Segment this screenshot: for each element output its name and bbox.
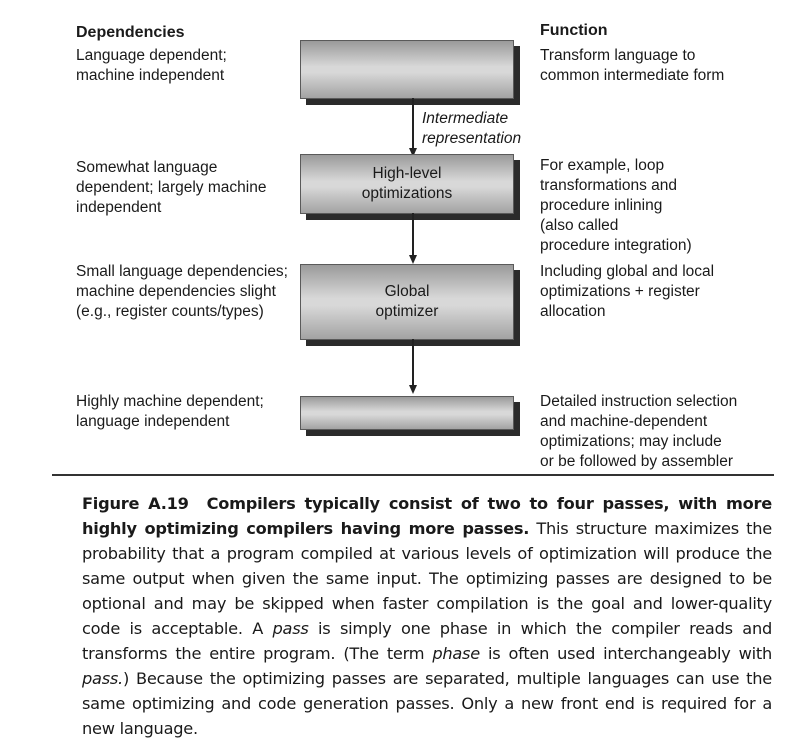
function-text-front-end: Transform language to common intermediat… (540, 47, 725, 84)
arrow-line (412, 213, 414, 255)
function-text-high-level: For example, loop transformations and pr… (540, 157, 692, 254)
code-generator-box (300, 396, 514, 430)
function-text-code-generator: Detailed instruction selection and machi… (540, 393, 738, 470)
caption-term-pass: pass (272, 619, 309, 638)
arrow-head (409, 148, 417, 157)
caption-term-phase: phase (432, 644, 480, 663)
dependency-text-high-level: Somewhat language dependent; largely mac… (76, 159, 267, 216)
dependency-text-global: Small language dependencies; machine dep… (76, 263, 288, 320)
figure-label: Figure A.19 (82, 494, 189, 513)
arrow-head (409, 255, 417, 264)
function-text-global: Including global and local optimizations… (540, 263, 715, 320)
caption-rule (52, 474, 774, 476)
front-end-box (300, 40, 514, 99)
arrow-line (412, 339, 414, 385)
intermediate-representation-label: Intermediate representation (422, 110, 522, 147)
caption-text: ) Because the optimizing passes are sepa… (82, 669, 772, 738)
caption-text: is often used interchangeably with (488, 644, 773, 663)
dependency-text-front-end: Language dependent; machine independent (76, 47, 227, 84)
arrow-head (409, 385, 417, 394)
high-level-optimizations-box: High-level optimizations (300, 154, 514, 214)
figure-caption: Figure A.19 Compilers typically consist … (82, 491, 772, 741)
arrow-line (412, 98, 414, 148)
caption-bold-text: Compilers typically consist of two to fo… (82, 494, 773, 538)
caption-term-pass: pass. (82, 669, 123, 688)
dependencies-header: Dependencies (76, 24, 185, 41)
function-header: Function (540, 22, 608, 39)
caption-text: This structure maximizes the probability… (82, 519, 772, 638)
global-optimizer-box: Global optimizer (300, 264, 514, 340)
caption-text: is simply one phase in which the compile… (82, 619, 772, 663)
dependency-text-code-generator: Highly machine dependent; language indep… (76, 393, 264, 430)
